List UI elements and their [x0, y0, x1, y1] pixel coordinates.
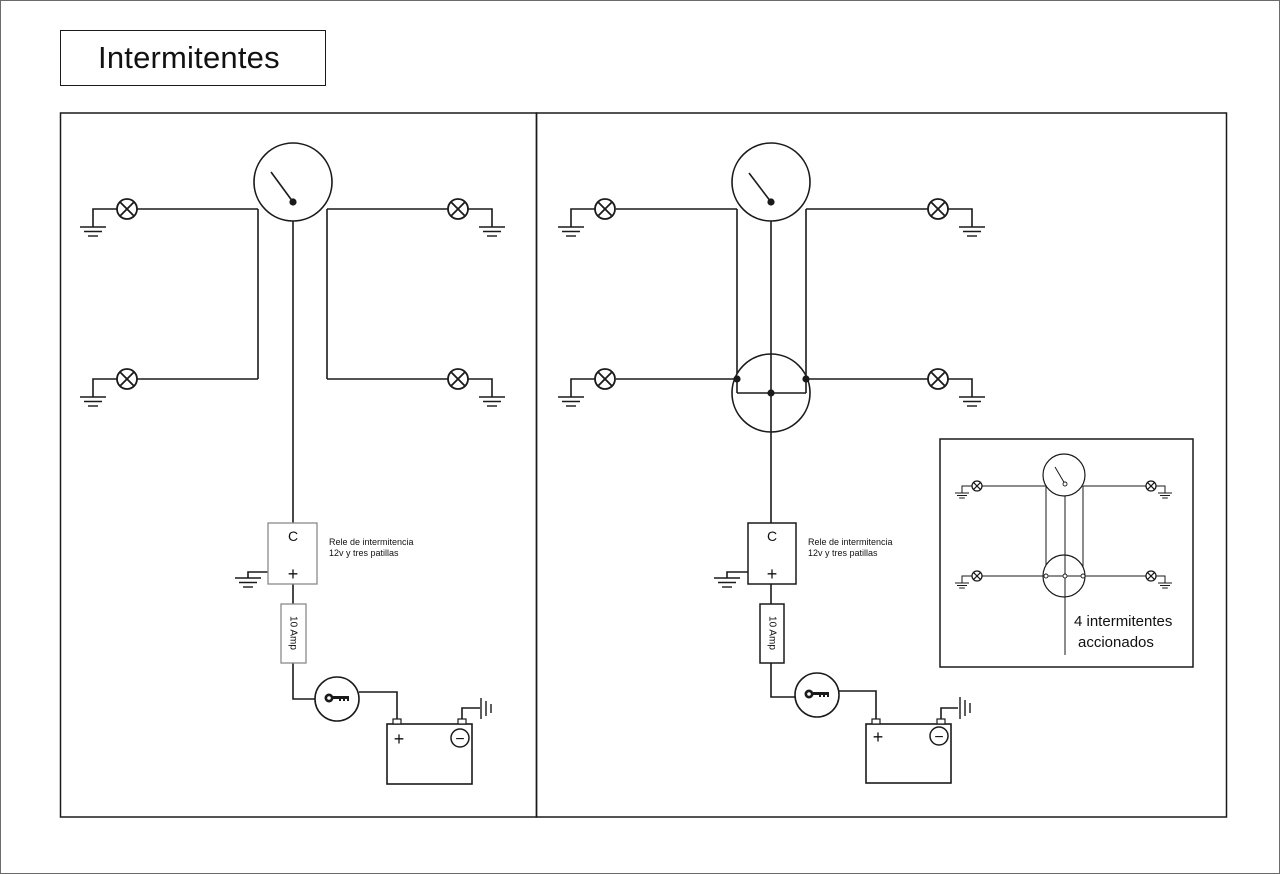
ground-icon: [79, 396, 107, 407]
right-relay: C +: [747, 522, 797, 585]
relay-terminal-c: C: [288, 528, 298, 544]
right-fuse: 10 Amp: [759, 603, 785, 664]
fuse-icon: [280, 603, 307, 664]
battery-negative: −: [934, 729, 943, 746]
lamp-icon: [927, 198, 949, 220]
fuse-label: 10 Amp: [287, 616, 298, 650]
ground-icon: [234, 577, 262, 588]
hazard-switch: [731, 353, 811, 433]
lamp-icon: [594, 368, 616, 390]
lamp-icon: [594, 198, 616, 220]
relay-label-line1: Rele de intermitencia: [329, 537, 414, 547]
right-panel: [535, 112, 1228, 818]
right-circuit: [570, 202, 973, 719]
inset-diagram: 4 intermitentes accionados: [939, 438, 1194, 668]
title-box: Intermitentes: [60, 30, 326, 86]
lamp-icon: [971, 570, 983, 582]
relay-terminal-c: C: [767, 528, 777, 544]
right-key-switch: [794, 672, 840, 718]
ground-icon: [79, 226, 107, 237]
ground-icon: [958, 396, 986, 407]
ground-icon: [478, 226, 506, 237]
relay-label-line2: 12v y tres patillas: [808, 548, 878, 558]
lamp-icon: [447, 198, 469, 220]
fuse-label: 10 Amp: [766, 616, 777, 650]
fuse-icon: [759, 603, 785, 664]
turn-switch-icon: [731, 142, 811, 222]
inset-caption-line1: 4 intermitentes: [1074, 613, 1172, 630]
lamp-icon: [1145, 480, 1157, 492]
lamp-icon: [927, 368, 949, 390]
right-battery: + −: [865, 697, 971, 784]
relay-terminal-plus: +: [288, 564, 299, 584]
left-circuit: [92, 202, 493, 719]
left-turn-switch: [253, 142, 333, 222]
ground-icon: [557, 226, 585, 237]
relay-terminal-plus: +: [767, 564, 778, 584]
lamp-icon: [116, 198, 138, 220]
lamp-icon: [1145, 570, 1157, 582]
lamp-icon: [971, 480, 983, 492]
left-key-switch: [314, 676, 360, 722]
lamp-icon: [447, 368, 469, 390]
left-fuse: 10 Amp: [280, 603, 307, 664]
battery-positive: +: [394, 729, 405, 749]
relay-label-line1: Rele de intermitencia: [808, 537, 893, 547]
turn-switch-icon: [253, 142, 333, 222]
right-turn-switch: [731, 142, 811, 222]
ground-icon: [958, 226, 986, 237]
lamp-icon: [116, 368, 138, 390]
battery-positive: +: [873, 727, 884, 747]
ground-icon: [713, 577, 741, 588]
page-title: Intermitentes: [98, 40, 280, 75]
left-relay: C +: [267, 522, 318, 585]
battery-negative: −: [455, 731, 464, 748]
ground-icon: [557, 396, 585, 407]
ground-icon: [478, 396, 506, 407]
relay-label-line2: 12v y tres patillas: [329, 548, 399, 558]
left-battery: + −: [386, 698, 492, 785]
inset-caption-line2: accionados: [1078, 634, 1154, 651]
